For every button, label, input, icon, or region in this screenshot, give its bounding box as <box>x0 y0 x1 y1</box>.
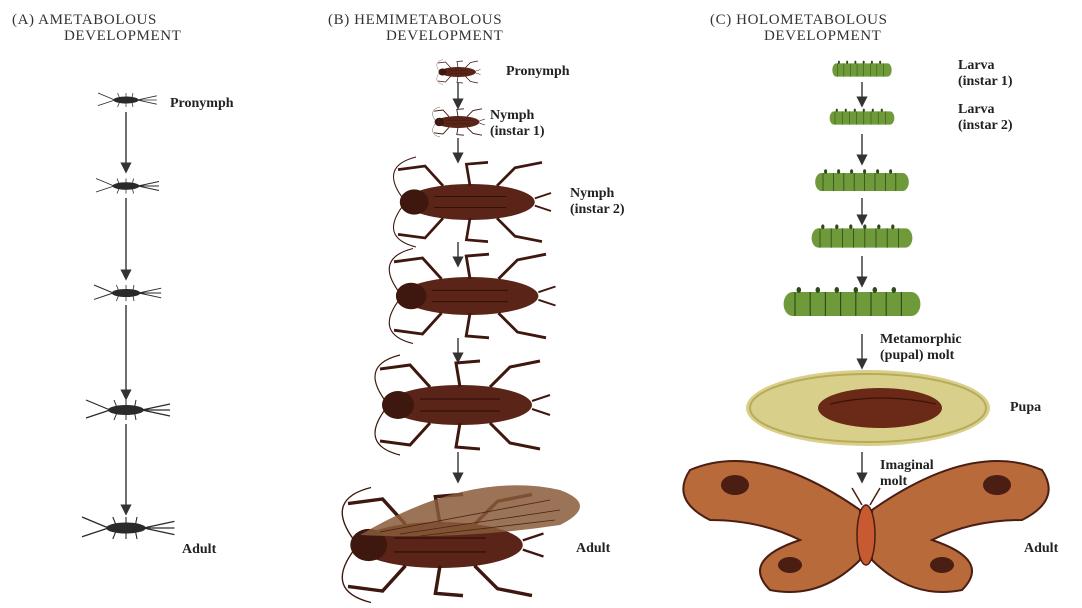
label-c-pupa: Pupa <box>1010 400 1041 416</box>
cockroach-adult-icon <box>342 485 580 602</box>
label-c-larva1-line1: Larva <box>958 58 1013 74</box>
label-b-nymph1-line1: Nymph <box>490 108 545 124</box>
caterpillar-instar-icon <box>812 224 913 247</box>
label-a-pronymph: Pronymph <box>170 96 234 112</box>
silverfish-instar-icon <box>96 179 159 194</box>
label-b-nymph1-line2: (instar 1) <box>490 124 545 140</box>
cockroach-nymph2-icon <box>394 157 552 247</box>
label-b-nymph2-line2: (instar 2) <box>570 202 625 218</box>
label-c-imaginal-molt-line2: molt <box>880 474 934 490</box>
pupa-icon <box>746 370 990 446</box>
silverfish-adult-icon <box>82 517 174 539</box>
silverfish-instar-icon <box>94 285 161 301</box>
label-b-nymph2: Nymph (instar 2) <box>570 186 625 218</box>
label-c-larva2-line2: (instar 2) <box>958 118 1013 134</box>
label-c-larva1: Larva (instar 1) <box>958 58 1013 90</box>
cockroach-pronymph-icon <box>437 60 481 85</box>
label-c-imaginal-molt: Imaginal molt <box>880 458 934 490</box>
moth-adult-icon <box>683 461 1048 592</box>
label-b-nymph1: Nymph (instar 1) <box>490 108 545 140</box>
cockroach-nymph-icon <box>375 355 550 455</box>
silverfish-instar-icon <box>86 400 170 420</box>
caterpillar-larva1-icon <box>832 61 891 77</box>
label-c-adult: Adult <box>1024 541 1058 557</box>
label-b-adult: Adult <box>576 541 610 557</box>
caterpillar-final-icon <box>784 287 921 316</box>
cockroach-nymph-icon <box>389 249 555 344</box>
label-b-pronymph: Pronymph <box>506 64 570 80</box>
caterpillar-larva2-icon <box>830 109 895 125</box>
caterpillar-instar-icon <box>815 169 909 191</box>
label-c-pupal-molt-line2: (pupal) molt <box>880 348 962 364</box>
label-c-larva1-line2: (instar 1) <box>958 74 1013 90</box>
label-c-larva2-line1: Larva <box>958 102 1013 118</box>
label-c-pupal-molt-line1: Metamorphic <box>880 332 962 348</box>
label-b-nymph2-line1: Nymph <box>570 186 625 202</box>
silverfish-pronymph-icon <box>98 93 157 107</box>
label-c-imaginal-molt-line1: Imaginal <box>880 458 934 474</box>
label-c-larva2: Larva (instar 2) <box>958 102 1013 134</box>
cockroach-nymph1-icon <box>433 107 486 137</box>
label-a-adult: Adult <box>182 542 216 558</box>
label-c-pupal-molt: Metamorphic (pupal) molt <box>880 332 962 364</box>
